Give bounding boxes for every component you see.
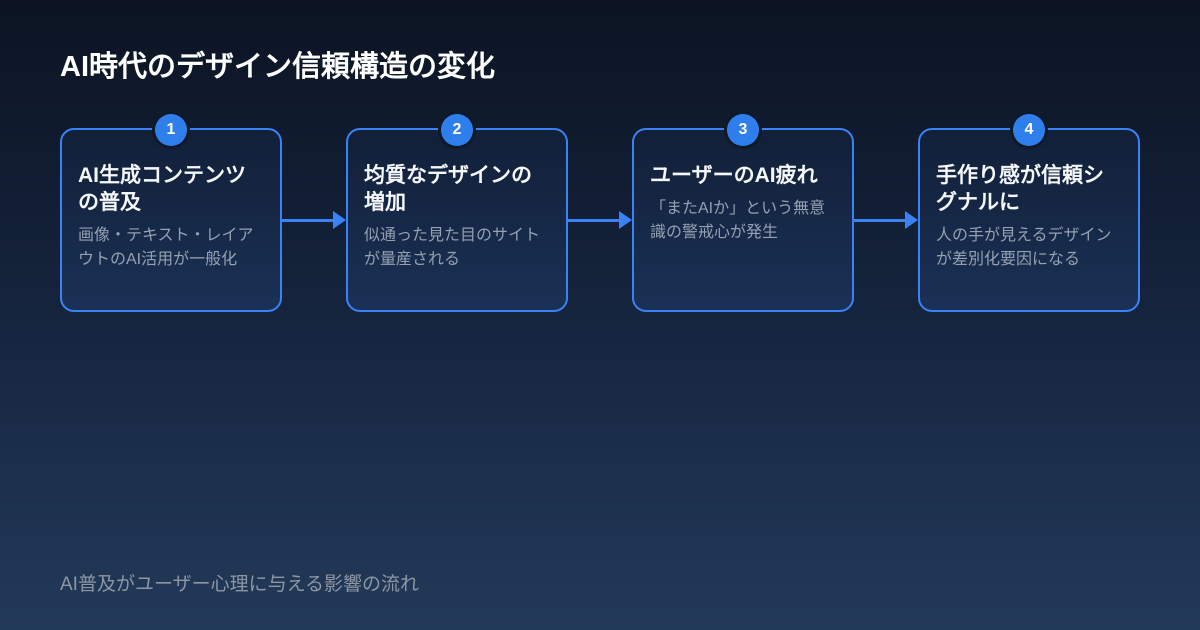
page-title: AI時代のデザイン信頼構造の変化: [60, 51, 496, 83]
footer-caption: AI普及がユーザー心理に与える影響の流れ: [60, 574, 420, 595]
step-card-3: 3 ユーザーのAI疲れ 「またAIか」という無意識の警戒心が発生: [632, 114, 854, 312]
step-title: 手作り感が信頼シグナルに: [936, 164, 1104, 214]
step-description: 似通った見た目のサイトが量産される: [364, 227, 541, 268]
arrow-head-icon: [905, 211, 918, 229]
step-description: 「またAIか」という無意識の警戒心が発生: [650, 200, 826, 241]
arrow-line: [282, 218, 333, 222]
step-title: ユーザーのAI疲れ: [650, 164, 818, 187]
step-number-badge: 1: [155, 114, 187, 146]
arrow-line: [854, 218, 905, 222]
step-description: 人の手が見えるデザインが差別化要因になる: [936, 227, 1112, 268]
arrow-head-icon: [333, 211, 346, 229]
step-number-badge: 2: [441, 114, 473, 146]
flow-arrow: [282, 128, 346, 312]
step-description: 画像・テキスト・レイアウトのAI活用が一般化: [78, 227, 254, 268]
step-number-badge: 4: [1013, 114, 1045, 146]
flow-diagram: 1 AI生成コンテンツの普及 画像・テキスト・レイアウトのAI活用が一般化 2 …: [60, 114, 1140, 312]
step-card-2: 2 均質なデザインの増加 似通った見た目のサイトが量産される: [346, 114, 568, 312]
flow-arrow: [854, 128, 918, 312]
step-title: AI生成コンテンツの普及: [78, 164, 246, 214]
flow-arrow: [568, 128, 632, 312]
arrow-line: [568, 218, 619, 222]
step-number-badge: 3: [727, 114, 759, 146]
step-title: 均質なデザインの増加: [364, 164, 532, 214]
step-card-1: 1 AI生成コンテンツの普及 画像・テキスト・レイアウトのAI活用が一般化: [60, 114, 282, 312]
arrow-head-icon: [619, 211, 632, 229]
step-card-4: 4 手作り感が信頼シグナルに 人の手が見えるデザインが差別化要因になる: [918, 114, 1140, 312]
